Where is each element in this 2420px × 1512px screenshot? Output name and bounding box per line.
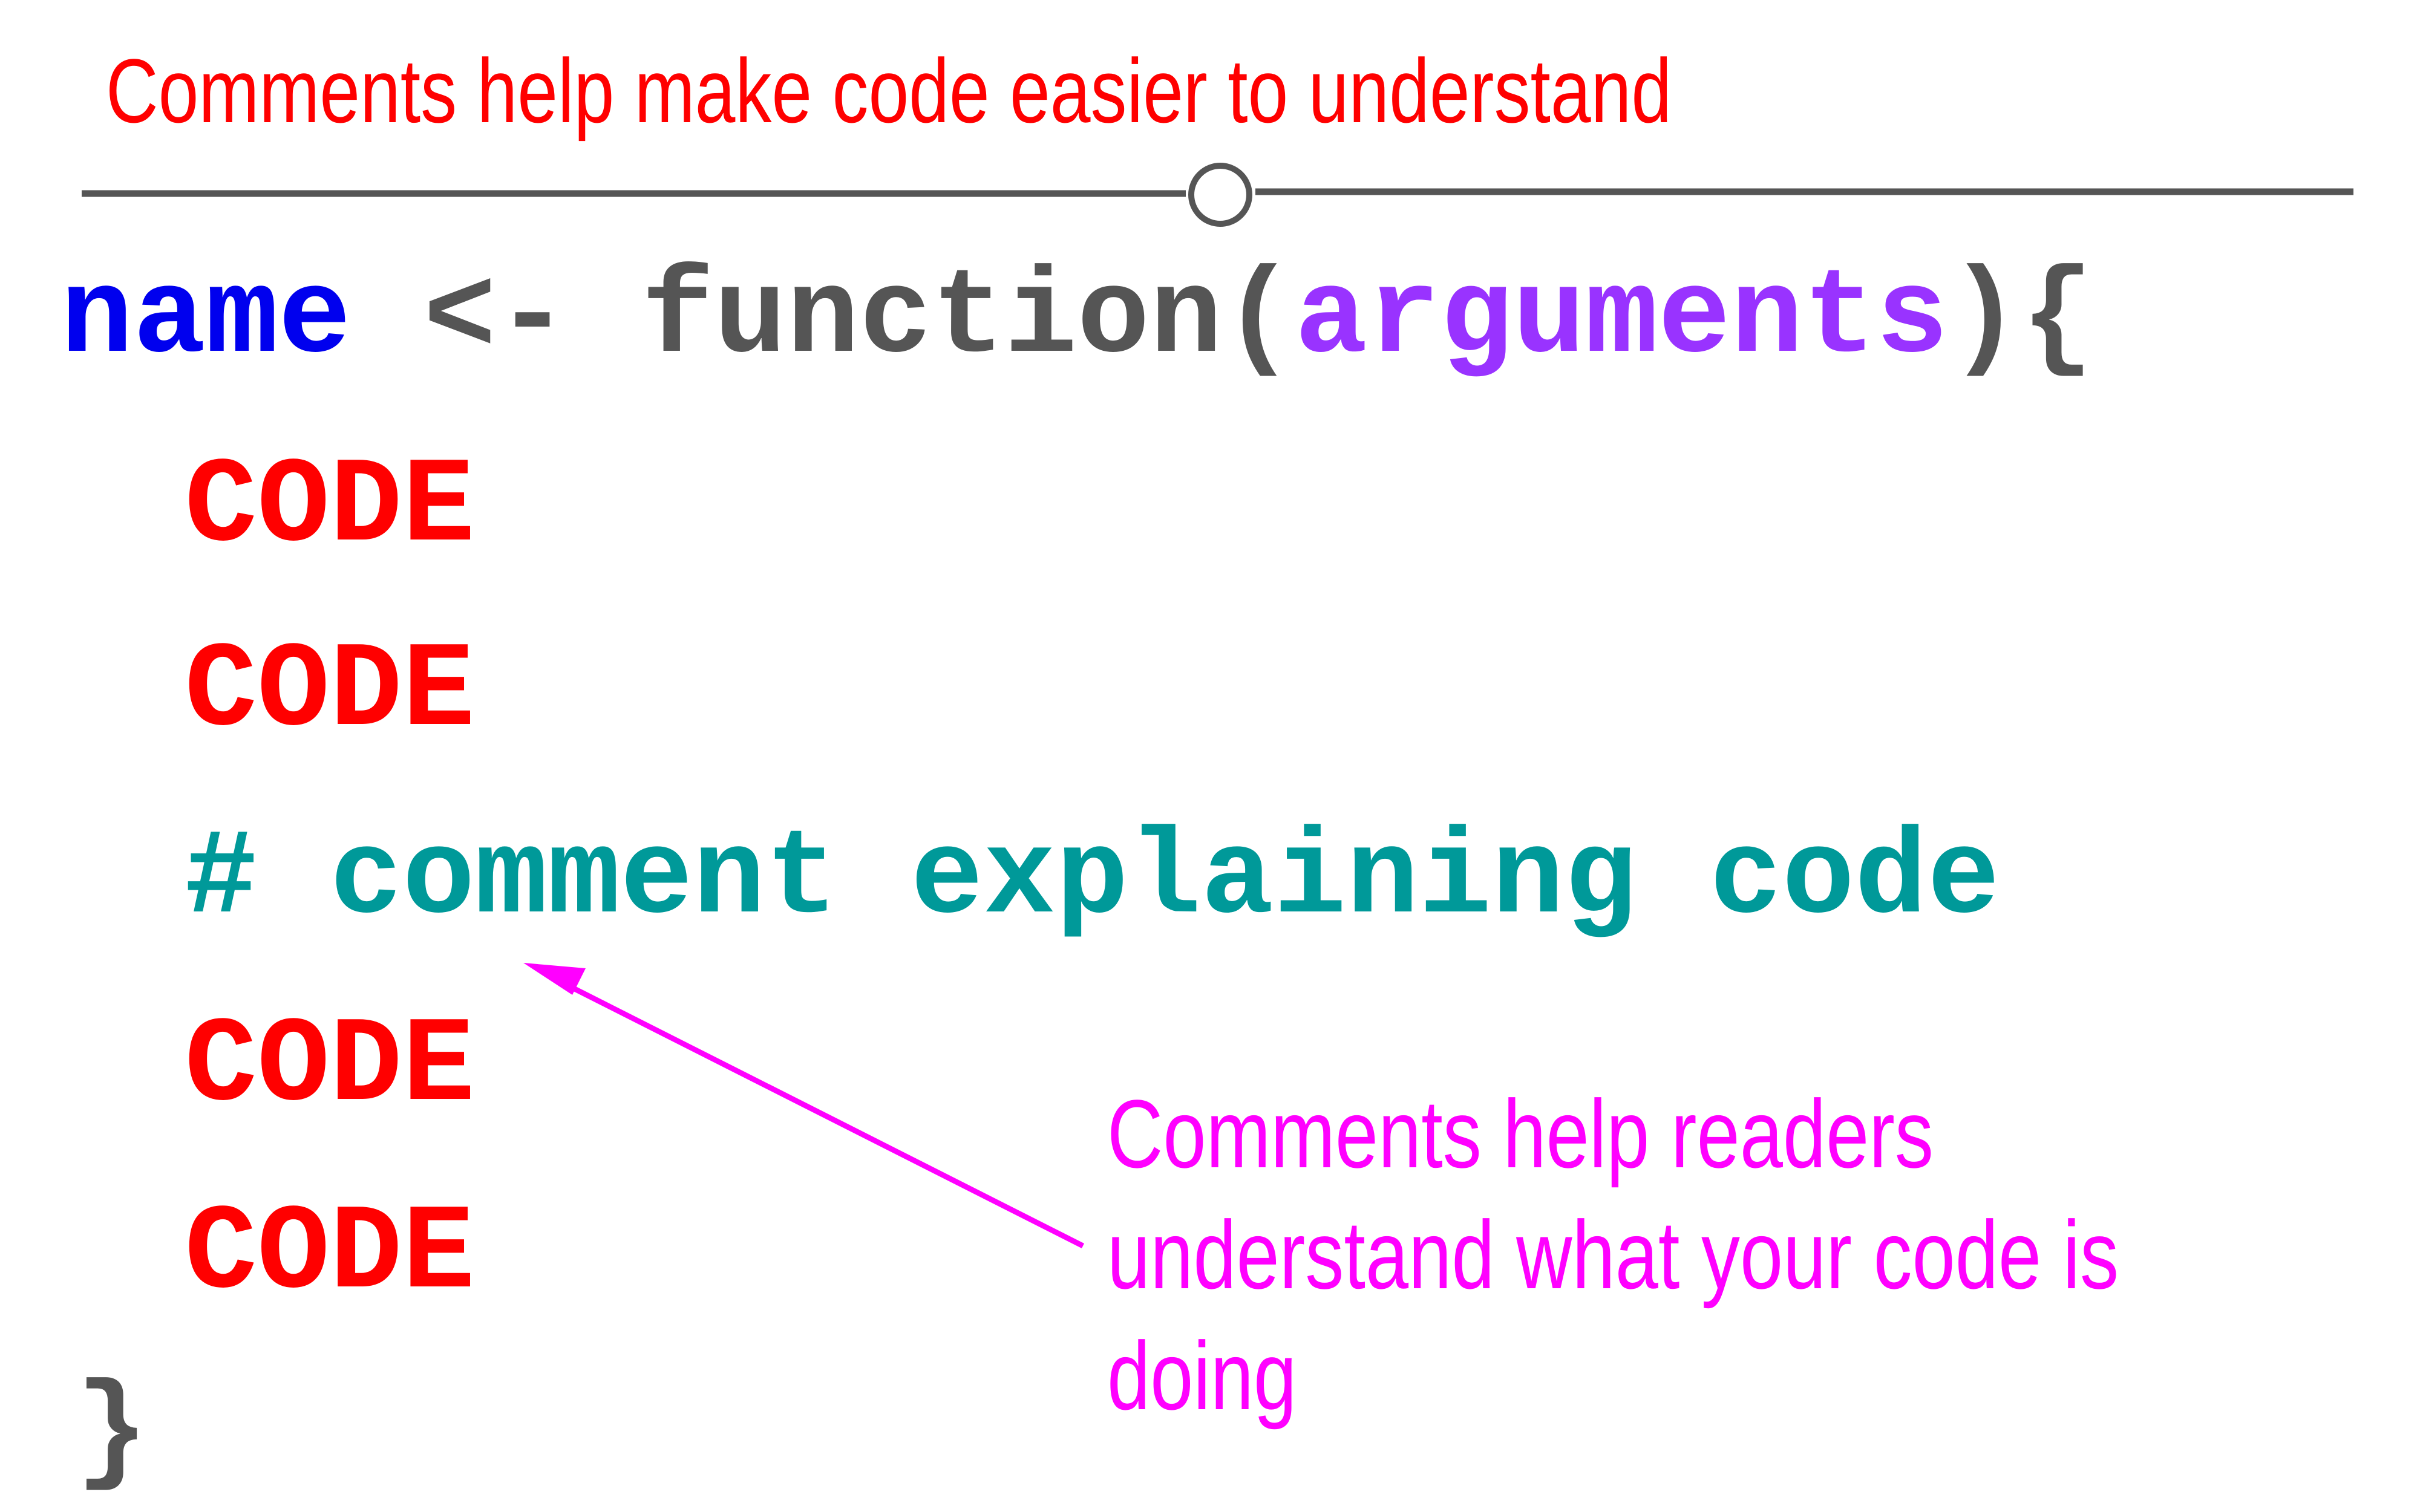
assignment-operator: <-: [351, 250, 642, 388]
annotation-line-2: understand what your code is: [1107, 1201, 2119, 1309]
annotation-text: Comments help readers understand what yo…: [1107, 1074, 2119, 1436]
code-line-1: CODE: [185, 439, 476, 576]
function-signature: name <- function(arguments){: [60, 259, 2094, 380]
function-name: name: [60, 250, 352, 388]
divider-line: [82, 163, 2353, 227]
page-title: Comments help make code easier to unders…: [106, 40, 1672, 142]
code-line-5: CODE: [185, 1186, 476, 1323]
annotation-line-3: doing: [1107, 1321, 1297, 1430]
divider-circle-icon: [1188, 163, 1252, 227]
code-line-2: CODE: [185, 624, 476, 761]
function-arguments: arguments: [1295, 250, 1949, 388]
function-keyword: function(: [641, 250, 1295, 388]
closing-brace: }: [76, 1364, 149, 1502]
annotation-arrow-shaft: [561, 980, 1085, 1249]
annotation-arrowhead-icon: [523, 963, 586, 995]
signature-close: ){: [1948, 250, 2094, 388]
annotation-line-1: Comments help readers: [1107, 1080, 1934, 1188]
code-comment-line: # comment explaining code: [185, 811, 2000, 948]
code-line-4: CODE: [185, 999, 476, 1136]
